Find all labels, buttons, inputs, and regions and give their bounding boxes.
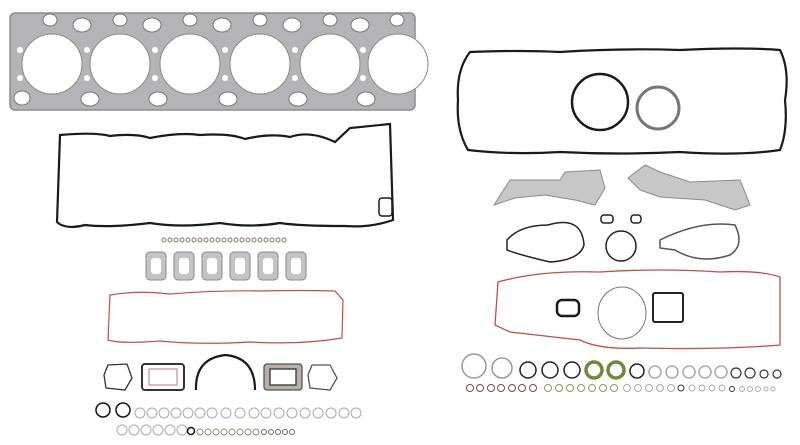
valve-cover-gasket: [55, 122, 395, 229]
misc-gaskets-left: [103, 353, 338, 391]
intake-manifold-gaskets: [492, 164, 751, 211]
crankshaft-seal-black: [570, 72, 630, 132]
red-cover-gasket-left: [107, 289, 344, 344]
crankshaft-seal-grey: [635, 85, 681, 131]
exhaust-manifold-gaskets: [145, 251, 307, 281]
cylinder-head-gasket: [9, 12, 429, 111]
o-rings-left: [95, 402, 362, 436]
misc-gaskets-right: [506, 214, 740, 263]
red-oil-pan-gasket-right: [494, 269, 781, 350]
oil-pan-gasket: [456, 47, 788, 155]
o-rings-right: [461, 353, 782, 392]
valve-stem-seals: [161, 237, 287, 243]
